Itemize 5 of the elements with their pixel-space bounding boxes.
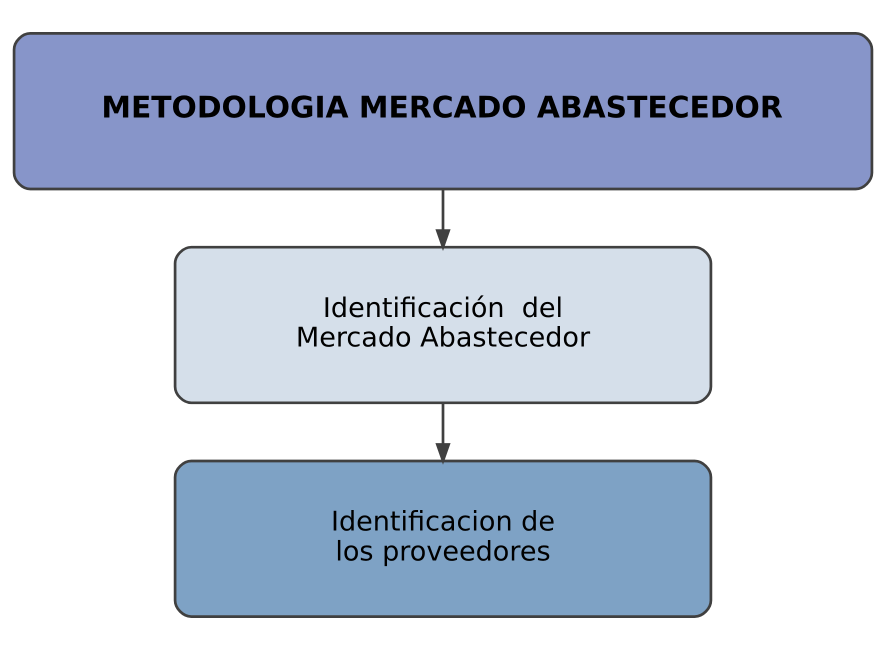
node-box: METODOLOGIA MERCADO ABASTECEDOR [12, 32, 874, 190]
node-box: Identificacion de los proveedores [174, 460, 712, 618]
arrow [435, 189, 451, 251]
arrow [435, 403, 451, 465]
node-box: Identificación del Mercado Abastecedor [174, 246, 712, 404]
